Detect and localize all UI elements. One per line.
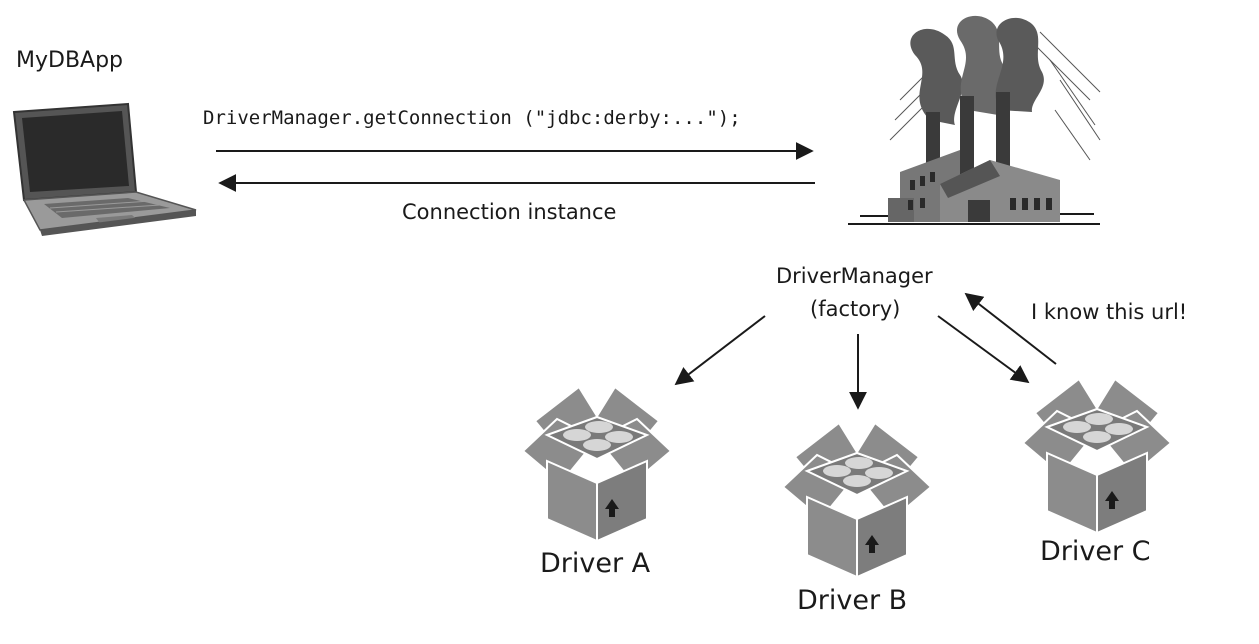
driver-manager-label: DriverManager — [776, 264, 933, 288]
get-connection-code: DriverManager.getConnection ("jdbc:derby… — [203, 107, 741, 129]
driver-c-box-icon — [1022, 378, 1172, 534]
factory-role-label: (factory) — [810, 297, 901, 321]
driver-b-label: Driver B — [797, 585, 908, 616]
app-name-label: MyDBApp — [16, 48, 124, 73]
driver-a-label: Driver A — [540, 548, 651, 579]
laptop-icon — [12, 102, 197, 236]
driver-c-label: Driver C — [1040, 536, 1151, 567]
arrow-to-driver-a — [674, 315, 766, 386]
arrow-from-driver-c — [964, 292, 1057, 365]
driver-reply-label: I know this url! — [1031, 300, 1188, 324]
connection-instance-label: Connection instance — [402, 200, 617, 224]
driver-a-box-icon — [522, 386, 672, 542]
arrow-to-driver-c — [937, 315, 1030, 384]
driver-b-box-icon — [782, 422, 932, 578]
factory-icon — [848, 15, 1101, 225]
